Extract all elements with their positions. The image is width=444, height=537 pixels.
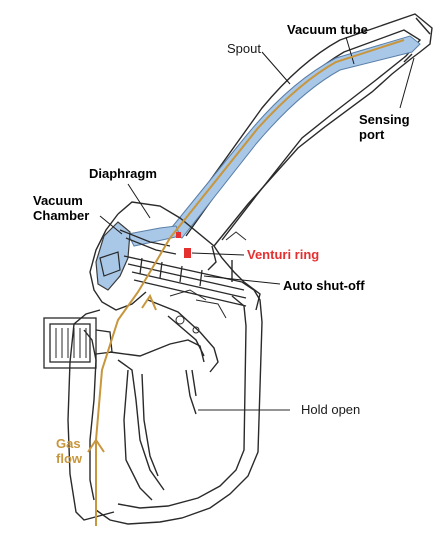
gas-flow-line [87, 39, 405, 526]
auto-shut-off-mechanism [123, 255, 247, 307]
hold-open-lever [147, 299, 290, 415]
gas-flow-arrow-upper [141, 293, 157, 311]
leader-lines [99, 36, 415, 285]
gas-flow-arrow-lower [87, 438, 105, 453]
venturi-ring-label: Venturi ring [247, 247, 320, 262]
vacuum-chamber-label-line2: Chamber [33, 208, 90, 223]
vacuum-chamber [95, 221, 131, 291]
vacuum-tube [167, 35, 421, 239]
vacuum-chamber-label-line1: Vacuum [33, 193, 83, 208]
swivel-joint [43, 317, 113, 369]
sensing-port-label: Sensing port [359, 112, 410, 142]
venturi-marker [176, 232, 191, 258]
diaphragm [119, 229, 177, 255]
auto-shut-off-label: Auto shut-off [283, 278, 365, 293]
diaphragm-label: Diaphragm [89, 166, 157, 181]
hold-open-label: Hold open [301, 402, 361, 417]
sensing-port-label-line1: Sensing [359, 112, 410, 127]
handle-body [67, 281, 263, 525]
gas-flow-label: Gas flow [56, 436, 82, 466]
spout-label: Spout [227, 41, 261, 56]
sensing-port-label-line2: port [359, 127, 385, 142]
internal-details [169, 231, 247, 334]
vacuum-chamber-label: Vacuum Chamber [33, 193, 89, 223]
vacuum-tube-label: Vacuum tube [287, 22, 368, 37]
gas-flow-label-line1: Gas [56, 436, 81, 451]
gas-flow-label-line2: flow [56, 451, 82, 466]
